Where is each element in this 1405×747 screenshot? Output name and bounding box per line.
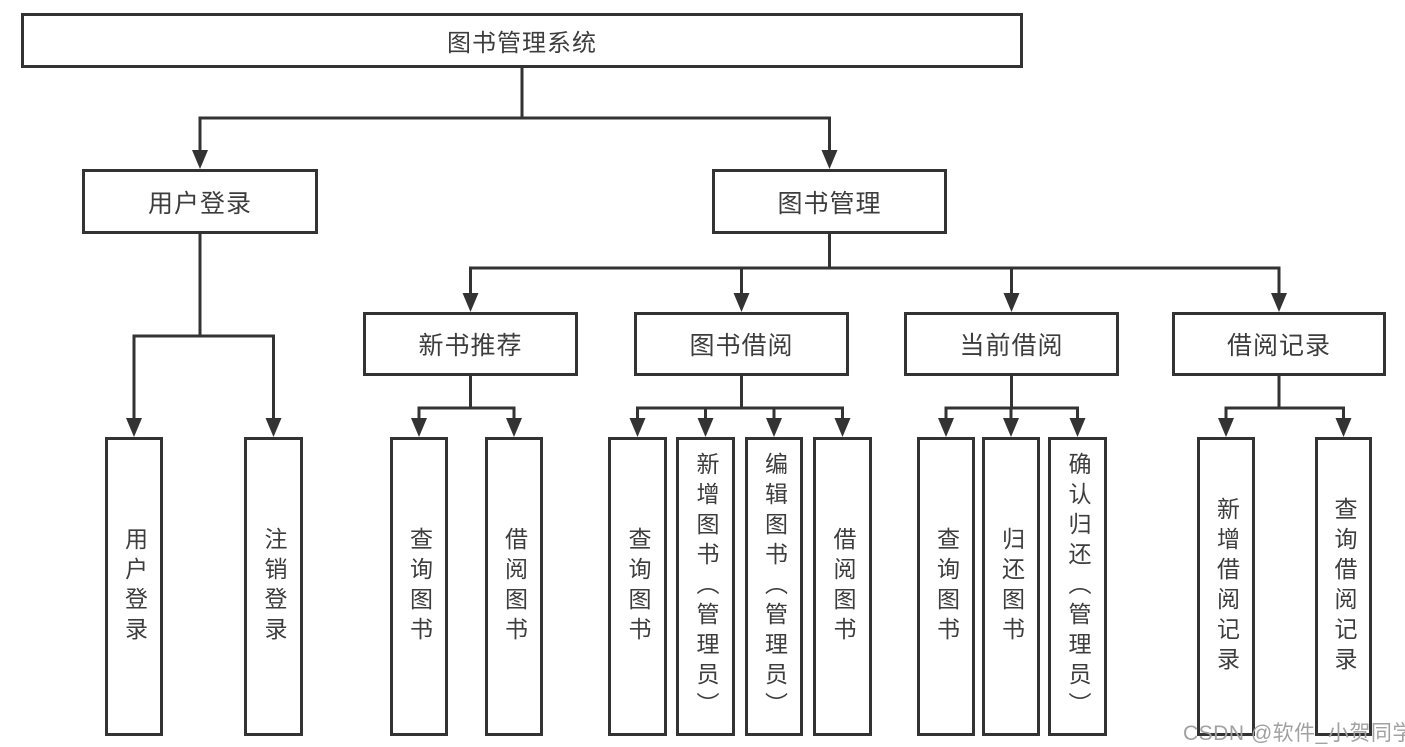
leaf-label: 查询图书 <box>625 526 651 647</box>
leaf-confirm-return-admin: 确认归还（管理员） <box>1048 437 1107 736</box>
leaf-label: 用户登录 <box>121 526 148 647</box>
node-current-borrowing: 当前借阅 <box>904 312 1119 376</box>
leaf-label: 借阅图书 <box>830 526 856 647</box>
leaf-return-books: 归还图书 <box>982 437 1040 736</box>
leaf-label: 注销登录 <box>261 526 287 647</box>
node-new-book-recommend: 新书推荐 <box>363 312 578 376</box>
leaf-logout: 注销登录 <box>244 437 303 736</box>
leaf-label: 归还图书 <box>998 526 1025 647</box>
leaf-label: 查询图书 <box>933 526 960 647</box>
leaf-label: 查询借阅记录 <box>1331 496 1357 677</box>
node-book-management: 图书管理 <box>712 169 947 234</box>
leaf-query-books-current: 查询图书 <box>917 437 975 736</box>
leaf-label: 确认归还（管理员） <box>1065 451 1091 722</box>
leaf-query-borrow-record: 查询借阅记录 <box>1315 437 1372 736</box>
leaf-user-login: 用户登录 <box>105 437 163 736</box>
leaf-label: 查询图书 <box>406 526 433 647</box>
leaf-borrow-books: 借阅图书 <box>813 437 872 736</box>
leaf-label: 编辑图书（管理员） <box>761 451 788 722</box>
leaf-label: 新增借阅记录 <box>1213 496 1240 677</box>
node-root-library-system: 图书管理系统 <box>21 13 1023 68</box>
node-user-login: 用户登录 <box>82 169 318 234</box>
leaf-label: 新增图书（管理员） <box>693 451 719 722</box>
leaf-label: 借阅图书 <box>501 526 528 647</box>
leaf-edit-books-admin: 编辑图书（管理员） <box>745 437 803 736</box>
leaf-borrow-books-newbook: 借阅图书 <box>485 437 543 736</box>
leaf-query-books-newbook: 查询图书 <box>390 437 448 736</box>
leaf-query-books-borrow: 查询图书 <box>608 437 667 736</box>
csdn-watermark: CSDN @软件_小贺同学 <box>1183 722 1405 745</box>
leaf-add-books-admin: 新增图书（管理员） <box>676 437 735 736</box>
leaf-add-borrow-record: 新增借阅记录 <box>1197 437 1255 736</box>
node-book-borrowing: 图书借阅 <box>634 312 849 376</box>
node-borrowing-records: 借阅记录 <box>1172 312 1386 376</box>
